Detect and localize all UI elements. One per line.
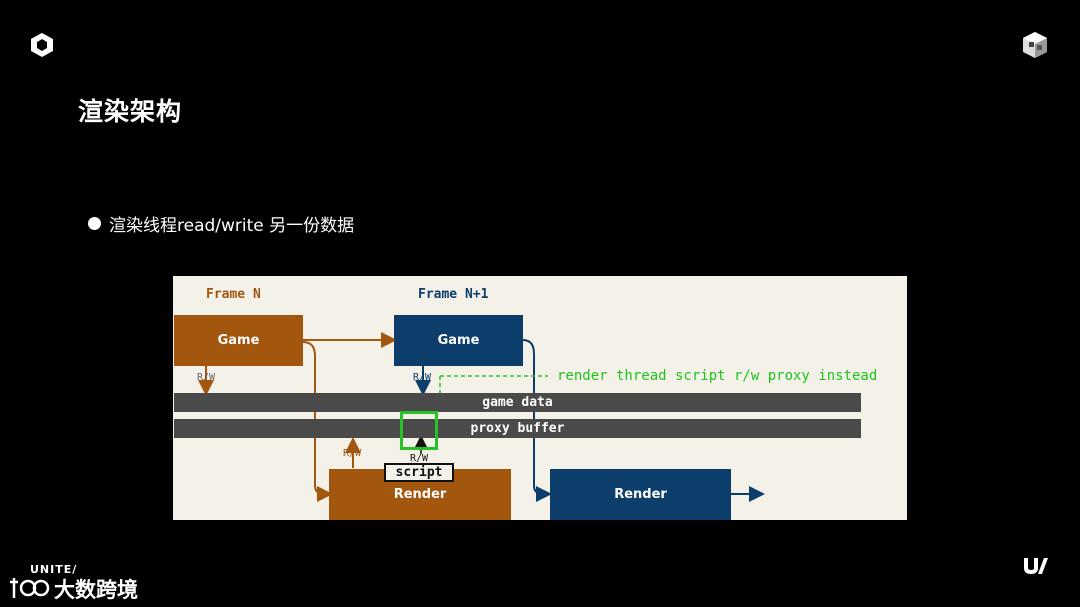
rw-label: R/W	[197, 372, 216, 383]
game-box-frame-n1: Game	[394, 315, 523, 366]
render-architecture-diagram: Frame N Frame N+1 Game Game R/W R/W rend…	[173, 276, 907, 520]
script-box: script	[384, 463, 454, 482]
frame-n-label: Frame N	[206, 287, 261, 302]
proxy-buffer-bar: proxy buffer	[174, 419, 861, 438]
unity-u-logo-icon	[1024, 558, 1048, 574]
note-text: render thread script r/w proxy instead	[557, 368, 878, 384]
unite-wordmark: UNITE/	[30, 563, 78, 576]
arrow-game-n1-to-render-n1	[522, 339, 552, 502]
game-data-bar: game data	[174, 393, 861, 412]
arrow-game-to-render	[302, 341, 333, 502]
frame-n1-label: Frame N+1	[418, 287, 489, 302]
tk-logo-icon	[10, 578, 50, 598]
bullet-item: 渲染线程read/write 另一份数据	[88, 211, 354, 236]
bullet-dot-icon	[88, 217, 101, 230]
game-box-frame-n: Game	[174, 315, 303, 366]
unity-logo-icon	[31, 33, 53, 57]
proxy-highlight-box	[400, 411, 438, 450]
slide-title: 渲染架构	[78, 97, 183, 126]
brand-watermark: 大数跨境	[54, 578, 138, 602]
render-box-frame-n1: Render	[550, 469, 731, 520]
rw-label: R/W	[410, 453, 429, 464]
rw-label: R/W	[413, 372, 432, 383]
cube-logo-icon	[1023, 32, 1047, 58]
rw-label: R/W	[343, 448, 362, 459]
bullet-text: 渲染线程read/write 另一份数据	[109, 216, 355, 236]
